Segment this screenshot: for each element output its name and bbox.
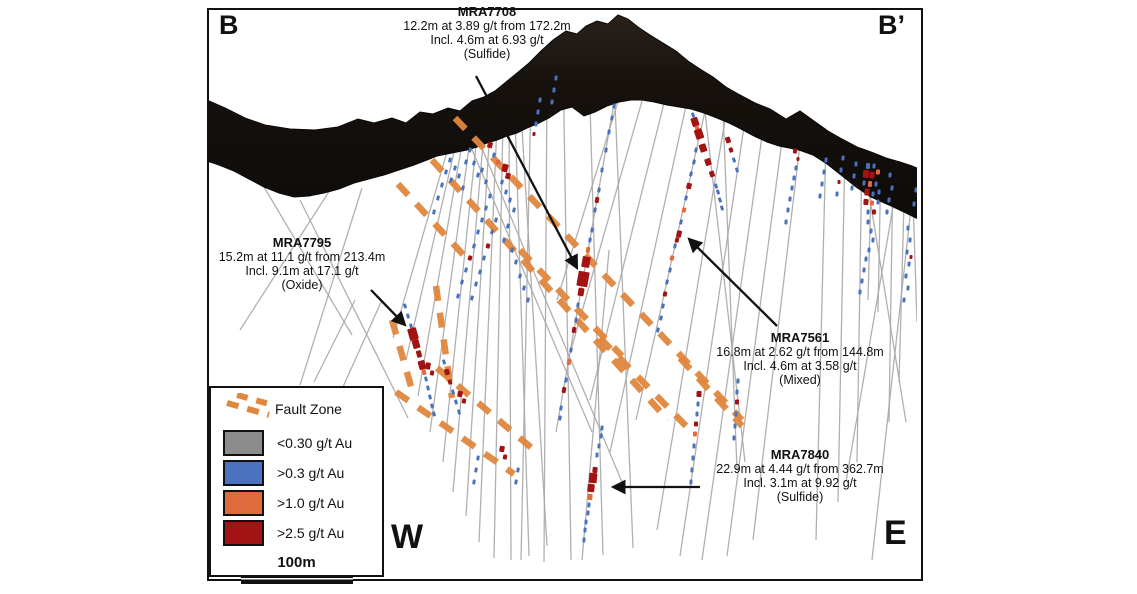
annotation-intercept: 12.2m at 3.89 g/t from 172.2m xyxy=(403,19,571,33)
annotation-intercept: 16.8m at 2.62 g/t from 144.8m xyxy=(716,345,884,359)
annotation-hole-id: MRA7840 xyxy=(770,447,830,462)
scale-bar xyxy=(240,575,353,584)
annotation-hole-id: MRA7561 xyxy=(770,330,830,345)
direction-label-west: W xyxy=(391,518,424,556)
legend-row-over-10: >1.0 g/t Au xyxy=(223,490,382,516)
legend-swatch-blue xyxy=(223,460,264,486)
legend-row-over-25: >2.5 g/t Au xyxy=(223,520,382,546)
legend-label: <0.30 g/t Au xyxy=(277,435,353,451)
scale-bar-label: 100m xyxy=(277,554,316,571)
annotation-ore-type: (Sulfide) xyxy=(776,490,824,504)
legend-label: >1.0 g/t Au xyxy=(277,495,345,511)
legend-swatch-red xyxy=(223,520,264,546)
fault-zone-dash-icon xyxy=(226,393,274,418)
legend-label: >2.5 g/t Au xyxy=(277,525,345,541)
annotation-included-intercept: Incl. 3.1m at 9.92 g/t xyxy=(743,476,857,490)
section-label-b-prime: B’ xyxy=(878,10,905,40)
legend-fault-label: Fault Zone xyxy=(275,401,342,417)
direction-label-east: E xyxy=(884,514,907,552)
legend-row-over-03: >0.3 g/t Au xyxy=(223,460,382,486)
legend-box: Fault Zone <0.30 g/t Au >0.3 g/t Au >1.0… xyxy=(209,386,384,584)
legend-row-low-grade: <0.30 g/t Au xyxy=(223,430,382,456)
annotation-included-intercept: Incl. 4.6m at 3.58 g/t xyxy=(743,359,857,373)
annotation-mra7840: MRA7840 22.9m at 4.44 g/t from 362.7m In… xyxy=(688,447,912,505)
annotation-mra7795: MRA7795 15.2m at 11.1 g/t from 213.4m In… xyxy=(190,235,414,293)
legend-swatch-orange xyxy=(223,490,264,516)
annotation-mra7708: MRA7708 12.2m at 3.89 g/t from 172.2m In… xyxy=(360,4,614,62)
annotation-ore-type: (Oxide) xyxy=(281,278,323,292)
annotation-intercept: 22.9m at 4.44 g/t from 362.7m xyxy=(716,462,884,476)
annotation-mra7561: MRA7561 16.8m at 2.62 g/t from 144.8m In… xyxy=(688,330,912,388)
annotation-ore-type: (Sulfide) xyxy=(463,47,511,61)
annotation-hole-id: MRA7708 xyxy=(457,4,517,19)
section-label-b: B xyxy=(219,10,239,40)
legend-label: >0.3 g/t Au xyxy=(277,465,345,481)
annotation-ore-type: (Mixed) xyxy=(779,373,821,387)
legend-row-fault-zone: Fault Zone xyxy=(223,392,382,426)
annotation-included-intercept: Incl. 4.6m at 6.93 g/t xyxy=(430,33,544,47)
annotation-hole-id: MRA7795 xyxy=(272,235,332,250)
annotation-included-intercept: Incl. 9.1m at 17.1 g/t xyxy=(245,264,359,278)
annotation-intercept: 15.2m at 11.1 g/t from 213.4m xyxy=(218,250,386,264)
legend-swatch-gray xyxy=(223,430,264,456)
